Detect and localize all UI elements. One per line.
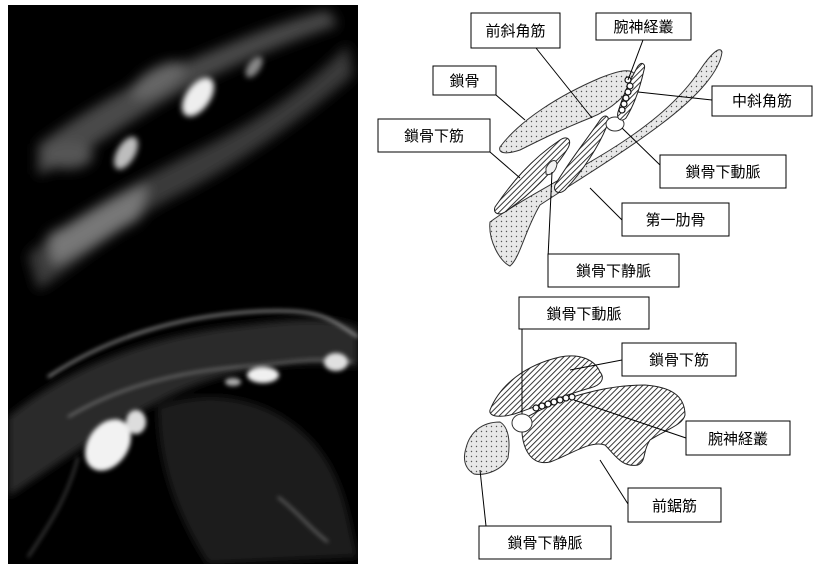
- label-subclavian-artery: 鎖骨下動脈: [660, 155, 786, 188]
- label-subclavius-bottom: 鎖骨下筋: [622, 343, 736, 376]
- label-brachial-plexus-bottom: 腕神経叢: [686, 421, 790, 455]
- anatomy-diagram: 前斜角筋 腕神経叢 鎖骨 中斜角筋 鎖骨下筋 鎖骨下動脈 第一肋骨 鎖骨下静脈: [360, 0, 830, 564]
- subclavian-artery-shape-bottom: [512, 414, 532, 432]
- label-middle-scalene: 中斜角筋: [712, 86, 812, 116]
- label-brachial-plexus-text: 腕神経叢: [613, 18, 673, 36]
- label-first-rib-text: 第一肋骨: [645, 211, 705, 229]
- label-subclavian-artery-bottom-text: 鎖骨下動脈: [546, 305, 621, 323]
- label-subclavius: 鎖骨下筋: [378, 119, 490, 152]
- label-first-rib: 第一肋骨: [622, 203, 729, 236]
- subclavian-vein-shape-bottom: [465, 422, 510, 474]
- label-subclavian-vein: 鎖骨下静脈: [548, 254, 679, 287]
- label-subclavian-vein-bottom-text: 鎖骨下静脈: [507, 534, 582, 552]
- label-serratus-anterior-text: 前鋸筋: [652, 497, 697, 515]
- label-subclavius-bottom-text: 鎖骨下筋: [649, 351, 709, 369]
- label-anterior-scalene: 前斜角筋: [471, 13, 560, 48]
- label-brachial-plexus-bottom-text: 腕神経叢: [708, 430, 768, 448]
- label-subclavius-text: 鎖骨下筋: [404, 127, 464, 145]
- label-serratus-anterior: 前鋸筋: [628, 488, 721, 522]
- label-subclavian-artery-bottom: 鎖骨下動脈: [519, 297, 649, 329]
- label-brachial-plexus: 腕神経叢: [596, 13, 691, 40]
- label-subclavian-artery-text: 鎖骨下動脈: [685, 163, 760, 181]
- label-subclavian-vein-text: 鎖骨下静脈: [576, 262, 651, 280]
- label-middle-scalene-text: 中斜角筋: [732, 92, 792, 110]
- label-clavicle: 鎖骨: [433, 66, 496, 95]
- label-clavicle-text: 鎖骨: [449, 72, 479, 90]
- label-subclavian-vein-bottom: 鎖骨下静脈: [479, 526, 611, 559]
- label-anterior-scalene-text: 前斜角筋: [485, 22, 545, 40]
- mri-image-bottom: [8, 297, 358, 564]
- mri-image-top: [8, 5, 358, 297]
